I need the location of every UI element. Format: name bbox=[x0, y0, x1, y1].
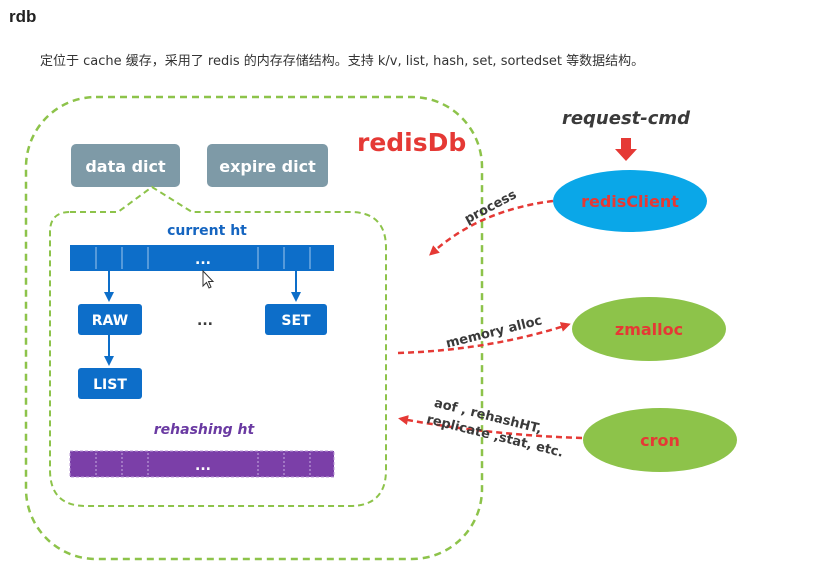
cron-arrow bbox=[398, 415, 583, 440]
memory-alloc-label: memory alloc bbox=[444, 313, 543, 351]
process-label: process bbox=[462, 187, 519, 227]
expire-dict-box bbox=[207, 144, 328, 187]
middle-ellipsis: ... bbox=[197, 313, 213, 329]
rehashing-ht-bar bbox=[69, 450, 335, 478]
raw-box bbox=[78, 304, 142, 335]
arrow-down-icon bbox=[615, 138, 637, 161]
cron-label: cron bbox=[640, 431, 680, 450]
list-box bbox=[78, 368, 142, 399]
section-description: 定位于 cache 缓存，采用了 redis 的内存存储结构。支持 k/v, l… bbox=[40, 54, 645, 69]
expire-dict-label: expire dict bbox=[219, 157, 316, 176]
set-box bbox=[265, 304, 327, 335]
raw-label: RAW bbox=[92, 313, 128, 329]
redisdb-label: redisDb bbox=[357, 128, 466, 157]
cron-ellipse bbox=[583, 408, 737, 472]
rehashing-ht-ellipsis: ... bbox=[195, 458, 211, 474]
zmalloc-ellipse bbox=[572, 297, 726, 361]
section-title: rdb bbox=[9, 7, 37, 26]
set-label: SET bbox=[281, 313, 311, 329]
mouse-cursor-icon bbox=[202, 269, 215, 289]
current-ht-bar bbox=[70, 245, 334, 271]
memory-alloc-arrow bbox=[397, 322, 571, 355]
current-ht-ellipsis: ... bbox=[195, 252, 211, 268]
request-cmd-label: request-cmd bbox=[562, 108, 691, 129]
zmalloc-label: zmalloc bbox=[615, 320, 683, 339]
redis-client-label: redisClient bbox=[581, 192, 679, 211]
redisdb-container bbox=[24, 95, 484, 561]
data-dict-label: data dict bbox=[85, 157, 166, 176]
redis-client-ellipse bbox=[553, 170, 707, 232]
rehashing-ht-label: rehashing ht bbox=[154, 422, 256, 438]
data-dict-box bbox=[71, 144, 180, 187]
list-label: LIST bbox=[93, 377, 127, 393]
current-ht-label: current ht bbox=[167, 223, 247, 239]
